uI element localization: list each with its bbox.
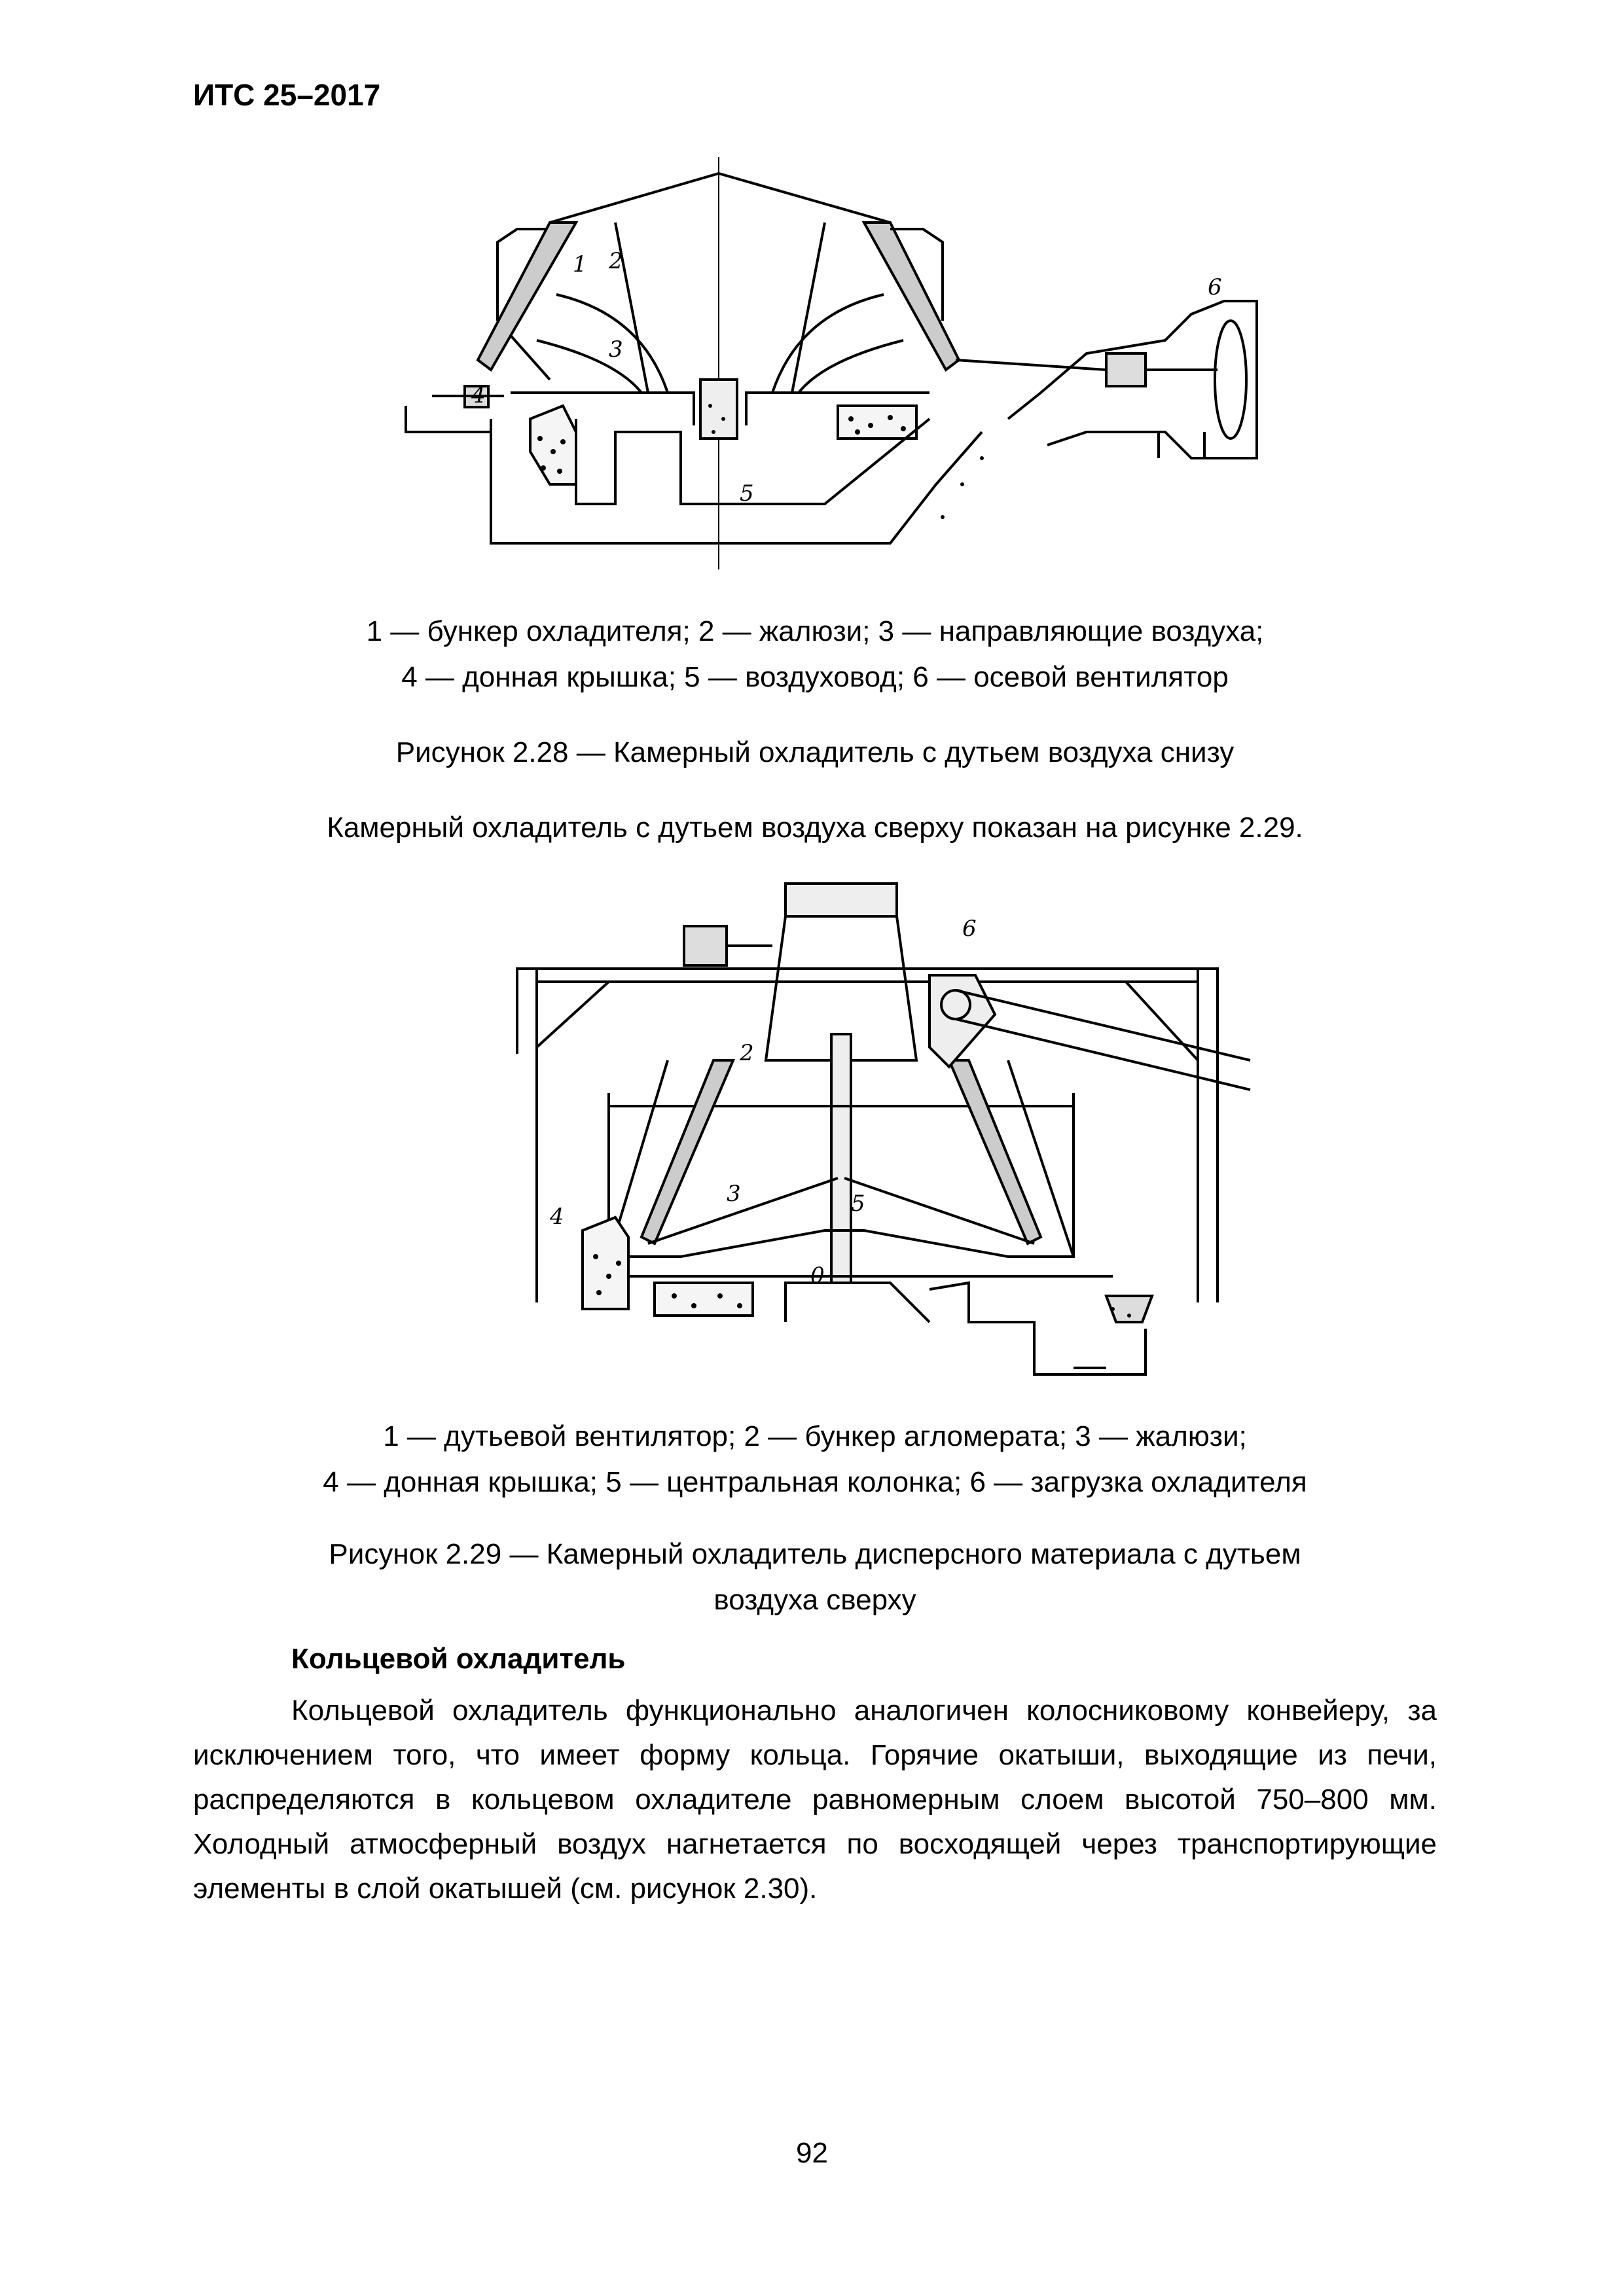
fig1-label-3: 3 <box>609 336 623 363</box>
fig1-label-2: 2 <box>608 248 623 274</box>
figure-2-28-drawing: 1 2 3 4 5 6 <box>393 144 1342 576</box>
fig1-label-5: 5 <box>740 480 754 507</box>
figure-2-28-legend-line-2: 4 — донная крышка; 5 — воздуховод; 6 — о… <box>401 661 1229 693</box>
figure-2-28-caption: Рисунок 2.28 — Камерный охладитель с дут… <box>395 736 1235 768</box>
figure-2-29-caption-line-1: Рисунок 2.29 — Камерный охладитель диспе… <box>329 1538 1301 1570</box>
figure-2-29-legend-line-2: 4 — донная крышка; 5 — центральная колон… <box>323 1466 1307 1498</box>
section-body: Кольцевой охладитель функционально анало… <box>193 1689 1437 1911</box>
intro-sentence: Камерный охладитель с дутьем воздуха све… <box>327 812 1303 844</box>
figure-2-29-legend-line-1: 1 — дутьевой вентилятор; 2 — бункер агло… <box>383 1420 1247 1452</box>
page-number: 92 <box>796 2137 828 2169</box>
fig2-label-4: 4 <box>549 1204 564 1230</box>
fig1-label-4: 4 <box>471 382 486 408</box>
fig2-label-5: 5 <box>851 1191 865 1217</box>
fig1-label-1: 1 <box>573 251 587 278</box>
chamber-cooler-bottom-blow-diagram: 1 2 3 4 5 6 <box>405 157 1258 569</box>
fig2-label-3: 3 <box>727 1181 741 1207</box>
figure-2-29-drawing: 6 2 3 4 5 0 <box>497 864 1270 1388</box>
chamber-cooler-top-blow-diagram: 6 2 3 4 5 0 <box>516 882 1251 1376</box>
figure-2-29-caption-line-2: воздуха сверху <box>713 1584 916 1616</box>
section-title: Кольцевой охладитель <box>291 1643 626 1675</box>
figure-2-28-legend-line-1: 1 — бункер охладителя; 2 — жалюзи; 3 — н… <box>366 615 1264 647</box>
fig2-label-0: 0 <box>810 1263 825 1289</box>
document-id-header: ИТС 25–2017 <box>193 78 381 112</box>
fig2-label-2: 2 <box>739 1040 754 1066</box>
fig2-label-6: 6 <box>962 916 977 942</box>
fig1-label-6: 6 <box>1208 274 1222 300</box>
section-paragraph: Кольцевой охладитель функционально анало… <box>193 1695 1437 1905</box>
